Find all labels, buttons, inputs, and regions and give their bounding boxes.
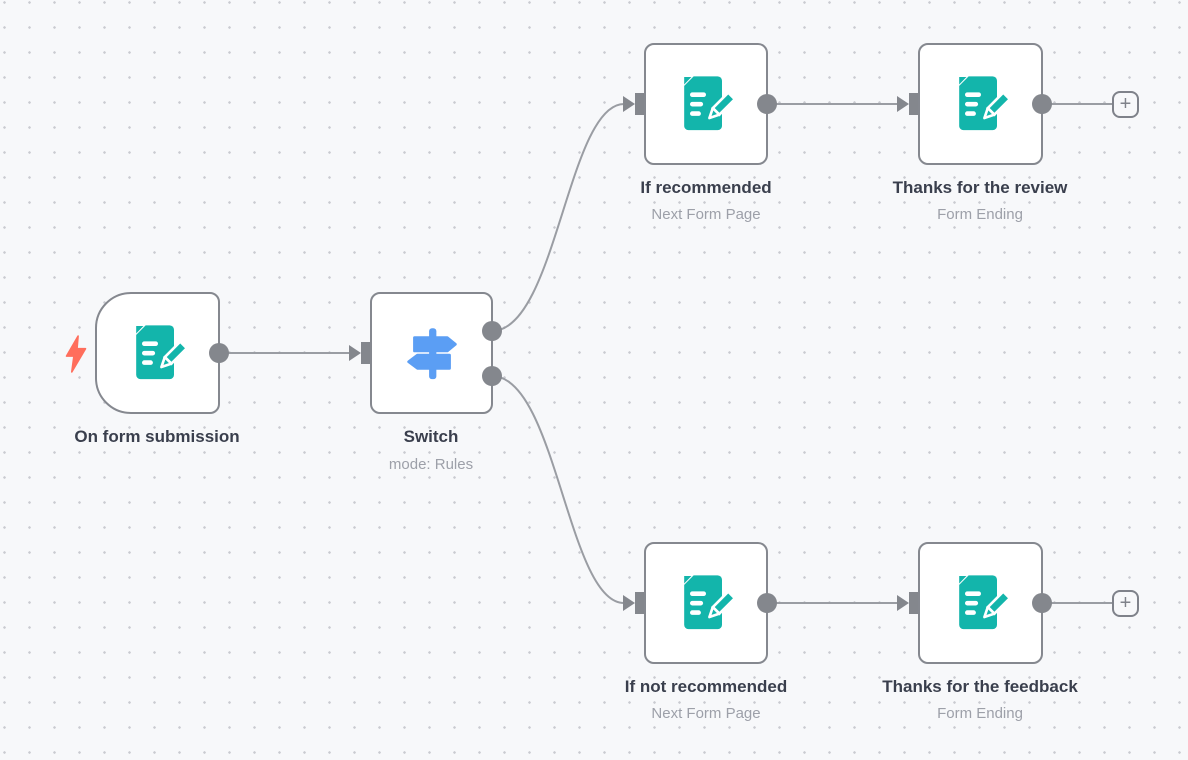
- lightning-trigger-icon: [63, 335, 89, 378]
- input-connector: [897, 93, 918, 115]
- node-on-form-submission[interactable]: [95, 292, 220, 414]
- node-subtitle: Next Form Page: [651, 206, 761, 223]
- form-icon: [674, 72, 738, 136]
- node-subtitle: Form Ending: [937, 705, 1023, 722]
- form-icon: [949, 571, 1013, 635]
- node-switch[interactable]: [370, 292, 493, 414]
- node-title: Thanks for the review: [892, 178, 1068, 197]
- add-node-button[interactable]: +: [1112, 590, 1139, 617]
- connection-line: [491, 103, 625, 332]
- node-subtitle: mode: Rules: [388, 456, 474, 473]
- form-icon: [126, 321, 190, 385]
- node-thanks-for-the-review[interactable]: [918, 43, 1043, 165]
- input-connector: [349, 342, 370, 364]
- input-connector: [897, 592, 918, 614]
- form-icon: [674, 571, 738, 635]
- node-subtitle: Form Ending: [937, 206, 1023, 223]
- input-connector: [623, 592, 644, 614]
- node-title: Thanks for the feedback: [882, 677, 1078, 696]
- form-icon: [949, 72, 1013, 136]
- node-title: If not recommended: [624, 677, 788, 696]
- connection-line: [491, 375, 625, 604]
- node-if-recommended[interactable]: [644, 43, 768, 165]
- node-title: Switch: [403, 427, 459, 446]
- add-node-button[interactable]: +: [1112, 91, 1139, 118]
- input-connector: [623, 93, 644, 115]
- switch-icon: [400, 321, 464, 385]
- plus-icon: +: [1119, 93, 1132, 115]
- plus-icon: +: [1119, 592, 1132, 614]
- node-title: If recommended: [640, 178, 772, 197]
- node-thanks-for-the-feedback[interactable]: [918, 542, 1043, 664]
- node-title: On form submission: [74, 427, 240, 446]
- node-subtitle: Next Form Page: [651, 705, 761, 722]
- node-if-not-recommended[interactable]: [644, 542, 768, 664]
